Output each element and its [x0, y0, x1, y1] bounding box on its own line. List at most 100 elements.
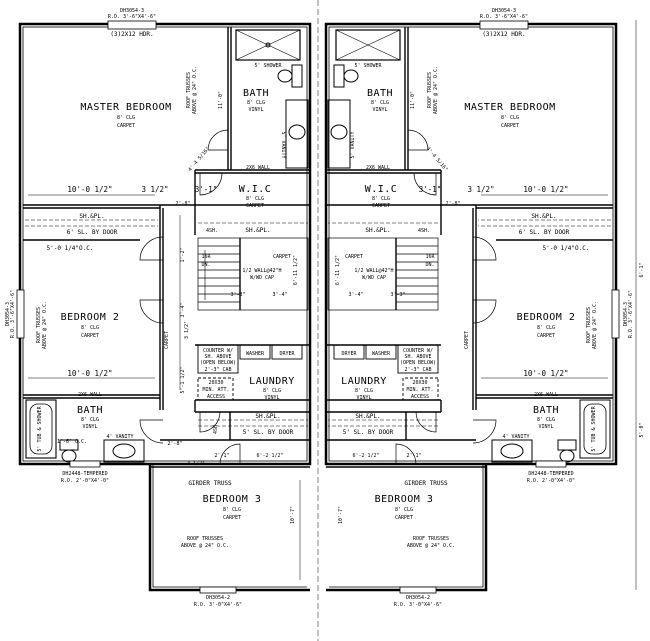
side-window-ro: R.O. 3'-6"X4'-6": [10, 290, 16, 338]
dryer-label: DRYER: [279, 351, 295, 357]
r-bath-top-floor: VINYL: [372, 107, 387, 113]
r-dim-3-4: 3'-4": [348, 292, 363, 298]
dim-6-11: 6'-11 1/2": [293, 255, 299, 285]
six-sl-door: 6' SL. BY DOOR: [67, 229, 118, 236]
r-laundry-clg: 8' CLG: [355, 388, 373, 394]
five-oc: 5'-0 1/4"O.C.: [47, 245, 94, 252]
shower-unit: [235, 29, 301, 61]
bedroom3-name: BEDROOM 3: [203, 494, 262, 505]
bathtub-fixture: [25, 399, 57, 459]
bedroom3-floor: CARPET: [223, 515, 241, 521]
r-low-window-id: DH2448-TEMPERED: [528, 471, 573, 477]
header-label: (3)2X12 HDR.: [110, 31, 153, 38]
r-wall-2x6-bath: 2X6 WALL: [534, 392, 558, 398]
r-bedroom2-clg: 8' CLG: [537, 325, 555, 331]
dim-5-1: 5'-1 1/2": [180, 366, 186, 393]
dim-2-8-low: 2'-8": [167, 441, 182, 447]
r-washer-label: WASHER: [372, 351, 391, 357]
r-girder-label: GIRDER TRUSS: [404, 480, 448, 487]
carpet-stairs: CARPET: [273, 254, 291, 260]
bottom-window-ro: R.O. 3'-0"X4'-6": [194, 602, 242, 608]
r-sl-door5: 5' SL. BY DOOR: [343, 429, 394, 436]
dim-10-7: 10'-7": [290, 506, 296, 524]
laundry-clg: 8' CLG: [263, 388, 281, 394]
r-roof-trusses-b2-2: ABOVE @ 24" O.C.: [592, 301, 598, 349]
r-tub-label: 5' TUB & SHOWER: [591, 405, 597, 451]
r-master-bedroom-name: MASTER BEDROOM: [464, 102, 555, 113]
r-wall-2x6-top: 2X6 WALL: [366, 165, 390, 171]
laundry-appliances: [197, 344, 303, 401]
r-dim-10-7: 10'-7": [338, 506, 344, 524]
r-roof-trusses-b2-1: ROOF TRUSSES: [586, 307, 592, 343]
r-dim-6-11: 6'-11 1/2": [335, 255, 341, 285]
r-bath-low-clg: 8' CLG: [537, 417, 555, 423]
r-bath-top-dim: 11'-0": [410, 91, 416, 109]
sh-pl-hall: SH.&PL.: [255, 413, 280, 420]
roof-trusses-b2-1: ROOF TRUSSES: [36, 307, 42, 343]
dim-2-1: 2'-1": [214, 453, 229, 459]
r-bedroom3-name: BEDROOM 3: [375, 494, 434, 505]
bath-low-floor: VINYL: [82, 424, 97, 430]
r-sh-pl-wic: SH.&PL.: [365, 227, 390, 234]
low-window-ro: R.O. 2'-0"X4'-0": [61, 478, 109, 484]
r-roof-trusses-1: ROOF TRUSSES: [427, 72, 433, 108]
r-laundry-name: LAUNDRY: [341, 376, 387, 387]
wall-2x6-top: 2X6 WALL: [246, 165, 270, 171]
counter-2: SH. ABOVE: [204, 354, 231, 360]
r-angle-dim: 4'-4 5/16": [425, 146, 449, 173]
r-bedroom2-name: BEDROOM 2: [517, 312, 576, 323]
laundry-floor: VINYL: [264, 395, 279, 401]
r-header-label: (3)2X12 HDR.: [482, 31, 525, 38]
r-dim-3-3: 3'-3": [390, 292, 405, 298]
closet-shelves: [25, 219, 308, 427]
staircase: [197, 237, 309, 311]
r-attic-2: MIN. ATT.: [406, 387, 433, 393]
r-counter-3: (OPEN BELOW): [400, 360, 436, 366]
wall-2x6-bath: 2X6 WALL: [78, 392, 102, 398]
window-id-top: DH3054-3: [120, 8, 144, 14]
r-counter-2: SH. ABOVE: [404, 354, 431, 360]
r-vanity-label: 5' VANITY: [350, 131, 356, 158]
low-window-id: DH2448-TEMPERED: [62, 471, 107, 477]
r-bottom-window-ro: R.O. 3'-0"X4'-6": [394, 602, 442, 608]
tub-label: 5' TUB & SHOWER: [37, 405, 43, 451]
r-bedroom3-clg: 8' CLG: [395, 507, 413, 513]
roof-trusses-b3-2: ABOVE @ 24" O.C.: [181, 543, 229, 549]
roof-trusses-b3-1: ROOF TRUSSES: [187, 536, 223, 542]
r-carpet-stairs: CARPET: [345, 254, 363, 260]
counter-3: (OPEN BELOW): [200, 360, 236, 366]
laundry-name: LAUNDRY: [249, 376, 295, 387]
r-dryer-label: DRYER: [341, 351, 357, 357]
r-shower-label: 5' SHOWER: [354, 63, 382, 69]
master-bedroom-clg: 8' CLG: [117, 115, 135, 121]
r-laundry-floor: VINYL: [356, 395, 371, 401]
r-attic-1: 20X30: [412, 380, 427, 386]
bath-top-floor: VINYL: [248, 107, 263, 113]
r-bath-low-name: BATH: [533, 405, 559, 416]
sh-pl-closet: SH.&PL.: [79, 213, 104, 220]
r-roof-trusses-b3-2: ABOVE @ 24" O.C.: [407, 543, 455, 549]
r-stairs-up: 16R: [425, 254, 435, 260]
bottom-window-id: DH3054-2: [206, 595, 230, 601]
bath-top-clg: 8' CLG: [247, 100, 265, 106]
r-dim-3-half: 3 1/2": [467, 185, 494, 194]
r-wic-name: W.I.C: [365, 184, 398, 195]
r-attic-3: ACCESS: [411, 394, 429, 400]
roof-trusses-1: ROOF TRUSSES: [186, 72, 192, 108]
r-sh-pl-closet: SH.&PL.: [531, 213, 556, 220]
r-master-bedroom-floor: CARPET: [501, 123, 519, 129]
vanity-label: 5' VANITY: [280, 131, 286, 158]
r-bedroom2-floor: CARPET: [537, 333, 555, 339]
r-vanity4-label: 4' VANITY: [502, 434, 529, 440]
r-roof-trusses-b3-1: ROOF TRUSSES: [413, 536, 449, 542]
dim-2-8: 2'-8": [175, 201, 190, 207]
r-dim-3-1: 3'-1": [419, 185, 442, 194]
angle-dim: 4'-4 5/16": [187, 146, 211, 173]
r-stairs-half-wall: 1/2 WALL@42"H: [354, 268, 393, 274]
bedroom2-floor: CARPET: [81, 333, 99, 339]
dimension-lines: [28, 0, 319, 641]
r-carpet-hall: CARPET: [464, 331, 470, 349]
bedroom3-clg: 8' CLG: [223, 507, 241, 513]
vanity-fixture: [285, 99, 309, 169]
labels-left: DH3054-3 R.O. 3'-6"X4'-6" (3)2X12 HDR. 5…: [5, 8, 299, 608]
